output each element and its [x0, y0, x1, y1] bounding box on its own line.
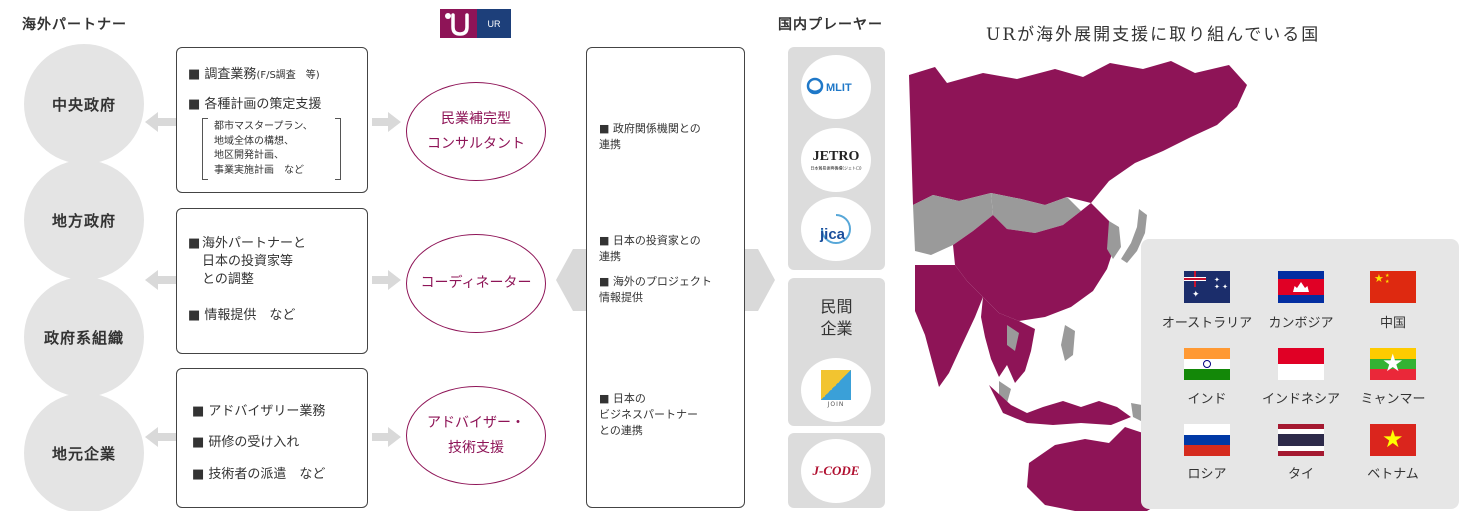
- arrow-left-2: [145, 270, 176, 290]
- join-logo-text: JOIN: [827, 401, 845, 408]
- private-companies-label: 民間 企業: [820, 297, 853, 338]
- box2-info-label: 情報提供 など: [204, 308, 296, 323]
- jcode-logo-text: J-CODE: [812, 463, 860, 478]
- jetro-logo-text: JETRO: [812, 148, 860, 164]
- box3-advisory-label: アドバイザリー業務: [208, 404, 326, 419]
- country-label-china: 中国: [1379, 316, 1406, 331]
- ur-logo-text: UR: [477, 9, 511, 38]
- box1-planning-label: 各種計画の策定支援: [204, 97, 322, 112]
- box3-bullet-advisory: ■ アドバイザリー業務: [192, 404, 326, 419]
- country-label-myanmar: ミャンマー: [1360, 392, 1426, 407]
- ur-logo-mark: [440, 9, 477, 38]
- country-label-indonesia: インドネシア: [1261, 392, 1340, 407]
- arrow-right-2: [372, 270, 401, 290]
- mlit-logo-text: MLIT: [826, 82, 852, 94]
- box3-dispatch-label: 技術者の派遣 など: [208, 467, 326, 482]
- map-mongolia: [991, 193, 1081, 233]
- myanmar-flag-icon: ★: [1370, 348, 1416, 380]
- service-box-consulting: [176, 47, 368, 193]
- role-advisor: アドバイザー・ 技術支援: [406, 386, 546, 485]
- country-label-cambodia: カンボジア: [1268, 316, 1334, 331]
- box3-training-label: 研修の受け入れ: [208, 435, 300, 450]
- arrow-left-1: [145, 112, 176, 132]
- box1-bullet-planning: ■ 各種計画の策定支援: [188, 97, 322, 112]
- collab-item-investors: ■ 日本の投資家との 連携: [599, 234, 701, 263]
- partner-central-government: 中央政府: [24, 44, 144, 164]
- country-label-thailand: タイ: [1287, 467, 1314, 482]
- role-advisor-label: アドバイザー・ 技術支援: [427, 414, 525, 456]
- join-logo: JOIN: [801, 358, 871, 422]
- jica-logo-text: jica: [819, 226, 846, 243]
- jetro-logo: JETRO 日本貿易振興機構(ジェトロ): [801, 128, 871, 192]
- collab-item-investors-label: 日本の投資家との 連携: [599, 234, 701, 263]
- box1-research-label: 調査業務: [204, 67, 257, 82]
- service-box-coordination: [176, 208, 368, 354]
- collab-item-business-partners-label: 日本の ビジネスパートナー との連携: [599, 392, 698, 437]
- box1-bracket-left: [202, 118, 208, 180]
- collab-item-business-partners: ■ 日本の ビジネスパートナー との連携: [599, 392, 698, 437]
- indonesia-flag-icon: [1278, 348, 1324, 380]
- mlit-logo: MLIT: [801, 55, 871, 119]
- country-label-russia: ロシア: [1187, 467, 1227, 482]
- map-australia: [1027, 427, 1167, 511]
- country-label-australia: オーストラリア: [1161, 316, 1253, 331]
- box3-bullet-training: ■ 研修の受け入れ: [192, 435, 300, 450]
- jica-logo: jica: [801, 197, 871, 261]
- domestic-players-title: 国内プレーヤー: [778, 17, 883, 33]
- join-logo-mark: [821, 370, 851, 400]
- jetro-logo-sub: 日本貿易振興機構(ジェトロ): [810, 166, 862, 171]
- box1-research-note: (F/S調査 等): [256, 70, 320, 81]
- box2-coordination-label: 海外パートナーと 日本の投資家等 との調整: [202, 236, 307, 287]
- collab-item-projects-label: 海外のプロジェクト 情報提供: [599, 275, 712, 304]
- map-title: URが海外展開支援に取り組んでいる国: [986, 25, 1321, 45]
- cambodia-flag-icon: [1278, 271, 1324, 303]
- map-russia: [909, 61, 1247, 205]
- box1-planning-details: 都市マスタープラン、 地域全体の構想、 地区開発計画、 事業実施計画 など: [214, 121, 313, 176]
- ur-logo: UR: [440, 9, 511, 38]
- map-indonesia: [989, 385, 1131, 425]
- arrow-right-1: [372, 112, 401, 132]
- jcode-logo: J-CODE: [801, 439, 871, 503]
- role-consultant: 民業補完型 コンサルタント: [406, 82, 546, 181]
- collab-item-projects: ■ 海外のプロジェクト 情報提供: [599, 275, 712, 304]
- asia-pacific-map: [909, 61, 1247, 511]
- vietnam-flag-icon: ★: [1370, 424, 1416, 456]
- collaboration-box: ■ 政府関係機関との 連携 ■ 日本の投資家との 連携 ■ 海外のプロジェクト …: [586, 47, 745, 508]
- service-box-advisory: [176, 368, 368, 508]
- arrow-right-3: [372, 427, 401, 447]
- partner-local-companies: 地元企業: [24, 393, 144, 511]
- map-japan: [1121, 209, 1147, 263]
- box3-bullet-dispatch: ■ 技術者の派遣 など: [192, 467, 326, 482]
- map-india: [915, 265, 983, 387]
- collab-item-government-label: 政府関係機関との 連携: [599, 122, 701, 151]
- box2-bullet-info: ■ 情報提供 など: [188, 308, 296, 323]
- role-coordinator-label: コーディネーター: [420, 275, 532, 291]
- partner-local-government: 地方政府: [24, 160, 144, 280]
- map-gray-sea: [999, 325, 1019, 403]
- role-consultant-label: 民業補完型 コンサルタント: [427, 110, 525, 152]
- collab-item-government: ■ 政府関係機関との 連携: [599, 122, 701, 151]
- map-china: [953, 203, 1115, 321]
- thailand-flag-icon: [1278, 424, 1324, 456]
- map-philippines: [1061, 325, 1075, 361]
- map-central-asia: [913, 193, 993, 255]
- arrow-big-left: [556, 249, 586, 311]
- box1-bullet-research: ■ 調査業務(F/S調査 等): [188, 67, 320, 82]
- country-label-vietnam: ベトナム: [1367, 467, 1419, 482]
- china-flag-icon: ★ ★★: [1370, 271, 1416, 303]
- role-coordinator: コーディネーター: [406, 234, 546, 333]
- box1-bracket-right: [335, 118, 341, 180]
- map-korea: [1107, 221, 1121, 259]
- country-label-india: インド: [1187, 392, 1227, 407]
- arrow-left-3: [145, 427, 176, 447]
- arrow-big-right: [745, 249, 775, 311]
- russia-flag-icon: [1184, 424, 1230, 456]
- partner-government-organization: 政府系組織: [24, 277, 144, 397]
- australia-flag-icon: ✦✦ ✦ ✦: [1184, 271, 1230, 303]
- india-flag-icon: [1184, 348, 1230, 380]
- box2-bullet-coordination: ■: [188, 236, 205, 251]
- overseas-partners-title: 海外パートナー: [22, 17, 127, 33]
